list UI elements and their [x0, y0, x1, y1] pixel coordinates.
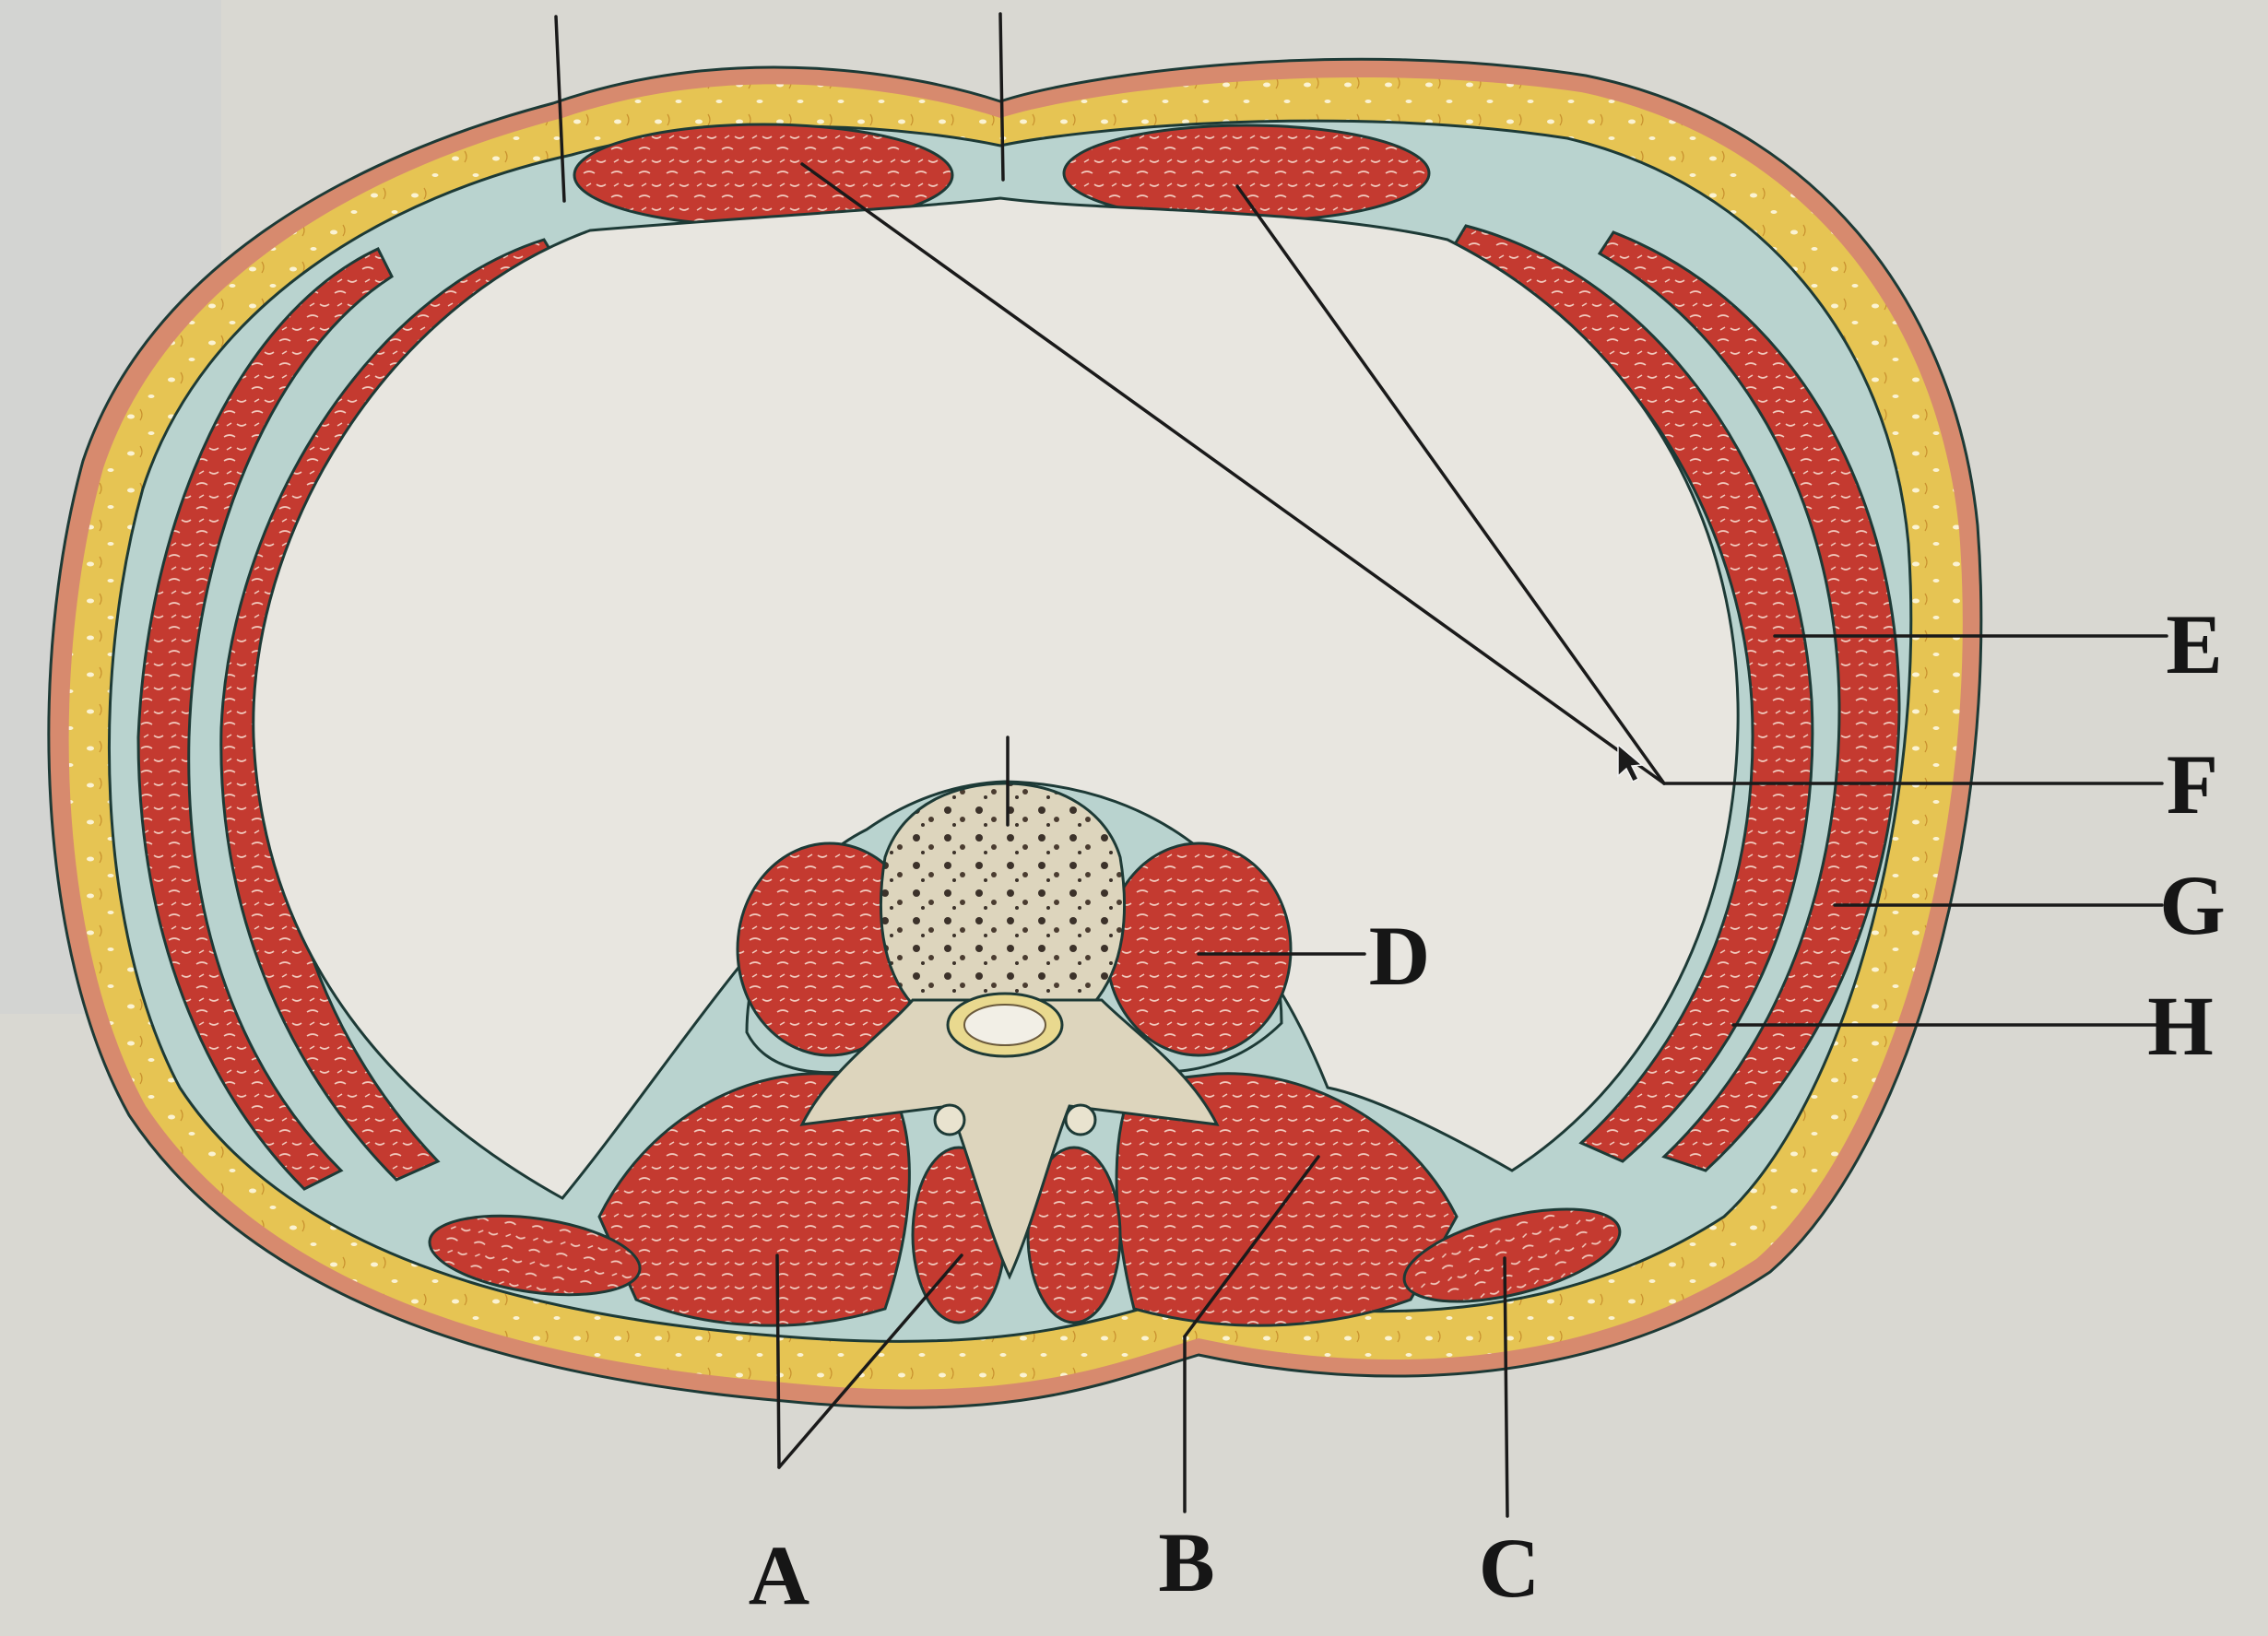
leader-a-1 [775, 1253, 781, 1469]
label-b: B [1158, 1515, 1214, 1609]
posterior-muscle-left [597, 1072, 911, 1327]
leader-c [1503, 1256, 1509, 1518]
spinal-cord [963, 1004, 1046, 1046]
vertebral-body [879, 782, 1127, 1006]
mouse-cursor-icon [1617, 743, 1644, 783]
rib-head-left [933, 1103, 966, 1136]
label-h: H [2147, 979, 2214, 1073]
lateral-muscles-right [1449, 224, 1901, 1172]
leader-lines [775, 162, 2168, 1518]
label-d: D [1369, 909, 1430, 1003]
label-a: A [749, 1528, 809, 1622]
lower-muscle-right [1402, 1207, 1622, 1303]
rib-head-right [1064, 1103, 1097, 1136]
leader-f-2 [1235, 184, 1666, 785]
label-c: C [1479, 1521, 1540, 1615]
tick-line-top-center [998, 12, 1005, 182]
lower-muscle-left [428, 1214, 642, 1297]
leader-b-2 [1183, 1155, 1320, 1338]
leader-f-1 [800, 162, 1666, 785]
diagram-labels: A B C D E F G H [749, 597, 2226, 1622]
label-g: G [2159, 858, 2226, 952]
paravertebral-muscle-right [1104, 842, 1293, 1057]
label-f: F [2167, 737, 2218, 831]
label-e: E [2166, 597, 2222, 691]
leader-a-2 [777, 1253, 963, 1469]
vertebra-region [597, 780, 1459, 1327]
thoracic-cavity [252, 196, 1740, 1200]
deep-back-muscle-right [1026, 1146, 1122, 1324]
vertebral-arch [799, 998, 1220, 1280]
tick-line-top-left [554, 15, 566, 203]
